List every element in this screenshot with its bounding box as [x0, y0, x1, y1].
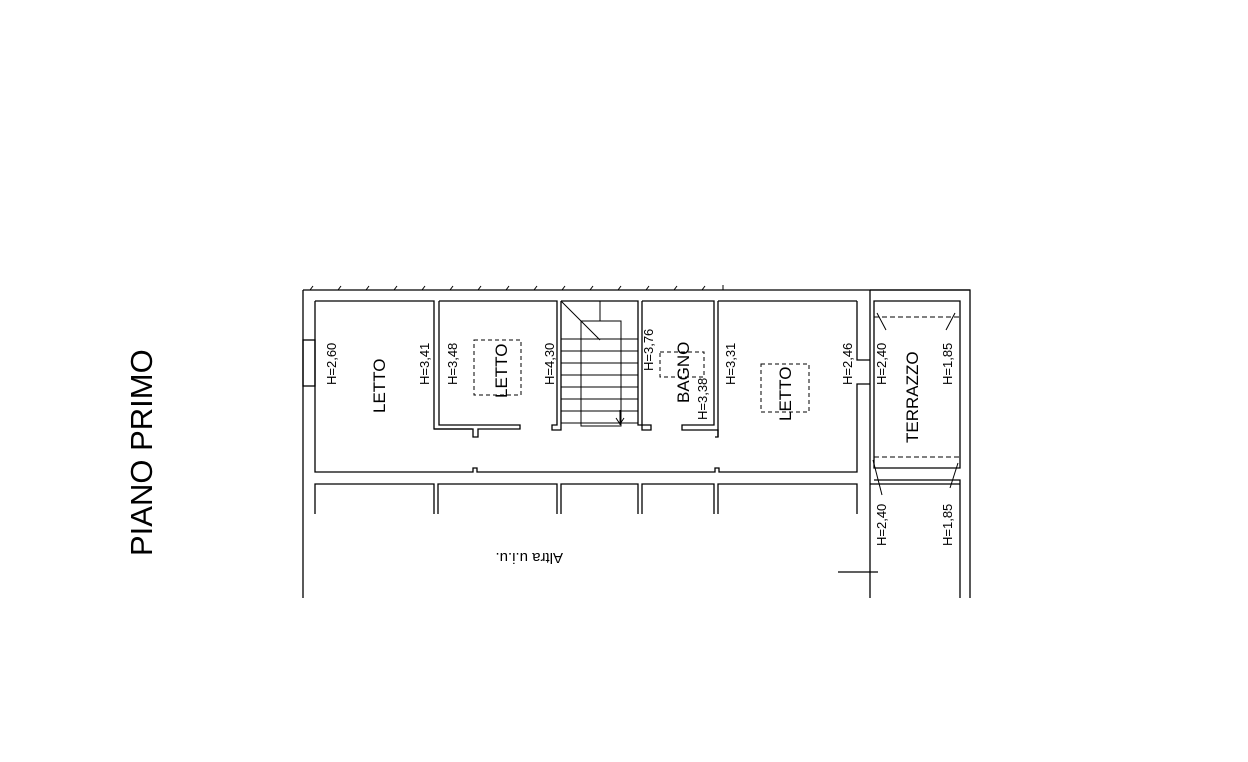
room-label-terrazzo: TERRAZZO	[903, 351, 922, 443]
height-label: H=2,46	[840, 343, 855, 385]
floor-title: PIANO PRIMO	[124, 349, 159, 556]
height-label: H=3,48	[445, 343, 460, 385]
height-label: H=3,31	[723, 343, 738, 385]
room-label-letto-2: LETTO	[492, 344, 511, 398]
height-label: H=1,85	[940, 343, 955, 385]
other-unit-label: Altra u.i.u.	[495, 549, 563, 566]
height-label: H=2,60	[324, 343, 339, 385]
room-label-letto-3: LETTO	[776, 367, 795, 421]
height-label: H=3,38	[695, 378, 710, 420]
height-label-lower: H=1,85	[940, 504, 955, 546]
height-label: H=3,41	[417, 343, 432, 385]
room-label-bagno: BAGNO	[674, 342, 693, 403]
height-label-lower: H=2,40	[874, 504, 889, 546]
height-label: H=3,76	[641, 329, 656, 371]
room-label-letto-1: LETTO	[370, 359, 389, 413]
height-label: H=4,30	[542, 343, 557, 385]
height-label: H=2,40	[874, 343, 889, 385]
